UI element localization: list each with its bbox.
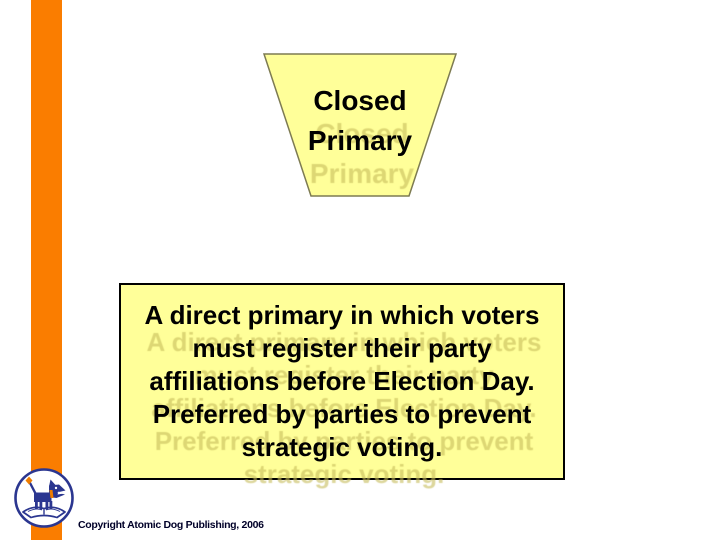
publisher-logo (14, 468, 74, 528)
book-icon (22, 506, 66, 519)
definition-line: affiliations before Election Day. (149, 366, 535, 396)
title-shape: Closed Primary (263, 53, 457, 197)
title-line: Closed (313, 85, 407, 116)
trapezoid-shape (263, 53, 457, 197)
accent-bar (31, 0, 62, 540)
slide-title: Closed Primary (263, 81, 457, 161)
definition-line: must register their party (192, 333, 492, 363)
definition-box: A direct primary in which voters must re… (119, 283, 565, 480)
definition-line: A direct primary in which voters (144, 300, 540, 330)
definition-line: Preferred by parties to prevent (152, 399, 532, 429)
copyright-text: Copyright Atomic Dog Publishing, 2006 (78, 519, 264, 531)
definition-line: strategic voting. (241, 432, 443, 462)
dog-icon (25, 476, 66, 510)
title-line: Primary (307, 125, 413, 156)
trapezoid-outline (263, 53, 457, 197)
